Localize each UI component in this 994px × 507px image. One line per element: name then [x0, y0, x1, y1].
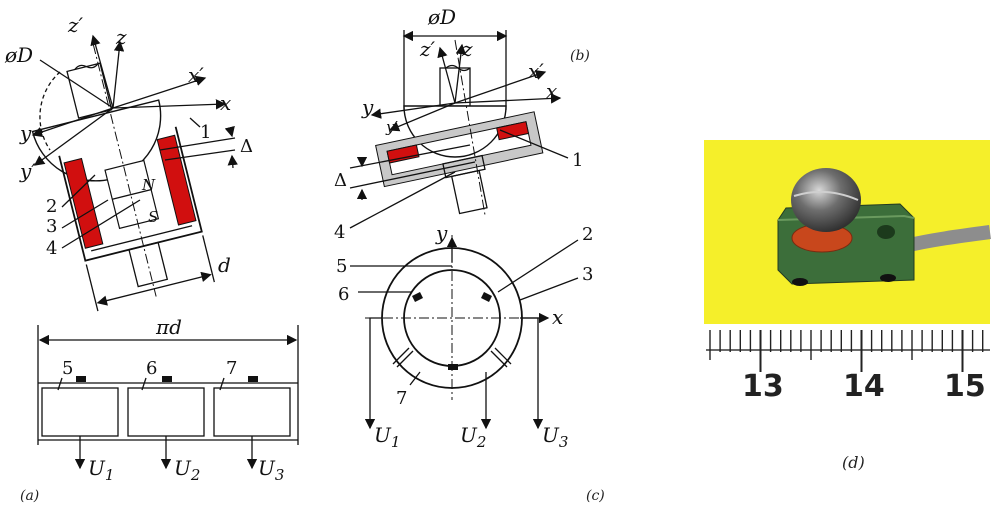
- tilted-assembly: [31, 44, 215, 312]
- label-3: 3: [46, 216, 57, 237]
- label-b-zprime: z′: [419, 37, 436, 61]
- ruler-15: 15: [944, 369, 986, 404]
- label-pid: πd: [155, 315, 182, 339]
- label-N: N: [141, 176, 156, 194]
- label-1: 1: [200, 122, 211, 143]
- label-U1: U1: [88, 456, 114, 484]
- label-U2: U2: [174, 456, 200, 484]
- panel-a: z′ z øD x′ x y y′ 1 Δ 2 3 4 N S d πd 5 6…: [4, 13, 299, 504]
- label-delta: Δ: [240, 136, 253, 157]
- label-d: d: [218, 253, 231, 277]
- label-yprime: y′: [19, 159, 36, 183]
- label-4: 4: [46, 238, 57, 259]
- sensor-6: [127, 387, 205, 437]
- label-xprime: x′: [188, 63, 204, 87]
- caption-b: (b): [570, 48, 590, 64]
- label-b-y: y: [361, 95, 374, 119]
- label-c-7: 7: [396, 388, 407, 409]
- label-U3: U3: [258, 456, 284, 484]
- ball: [791, 168, 861, 232]
- label-b-xprime: x′: [528, 59, 544, 83]
- sensor-7: [213, 387, 291, 437]
- magnet-right: [156, 134, 197, 226]
- label-c-5: 5: [336, 256, 347, 277]
- label-y: y: [19, 121, 32, 145]
- ruler-13: 13: [742, 369, 784, 404]
- label-c-U3: U3: [542, 423, 568, 451]
- label-c-6: 6: [338, 284, 349, 305]
- label-b-phiD: øD: [427, 5, 456, 29]
- label-c-U2: U2: [460, 423, 486, 451]
- caption-a: (a): [20, 488, 39, 504]
- magnet-left: [63, 157, 104, 249]
- label-6: 6: [146, 358, 157, 379]
- label-c-U1: U1: [374, 423, 400, 451]
- label-b-z: z: [461, 37, 473, 61]
- label-b-4: 4: [334, 222, 345, 243]
- panel-d-photo: 13 14 15 (d): [704, 140, 991, 472]
- sensor-5: [41, 387, 119, 437]
- ruler-ticks: [709, 330, 984, 372]
- label-zprime: z′: [67, 13, 84, 37]
- label-c-x: x: [552, 305, 563, 329]
- label-5: 5: [62, 358, 73, 379]
- label-S: S: [148, 208, 158, 226]
- label-z: z: [115, 25, 127, 49]
- caption-d: (d): [842, 453, 865, 472]
- label-b-1: 1: [572, 150, 583, 171]
- label-b-x: x: [546, 79, 557, 103]
- label-7: 7: [226, 358, 237, 379]
- caption-c: (c): [586, 488, 605, 504]
- label-phiD: øD: [4, 43, 33, 67]
- shaft: [66, 62, 113, 119]
- panel-c: y x 5 6 2 3 7 U1 U2 U3 (c): [336, 221, 605, 504]
- label-c-3: 3: [582, 264, 593, 285]
- label-b-yprime: y′: [385, 118, 398, 136]
- label-c-y: y: [435, 221, 448, 245]
- label-2: 2: [46, 196, 57, 217]
- label-b-delta: Δ: [334, 170, 347, 191]
- panel-b: øD z′ z x′ x y y′ 1 Δ 4: [334, 5, 590, 243]
- ruler-14: 14: [843, 369, 885, 404]
- label-x: x: [220, 91, 231, 115]
- label-c-2: 2: [582, 224, 593, 245]
